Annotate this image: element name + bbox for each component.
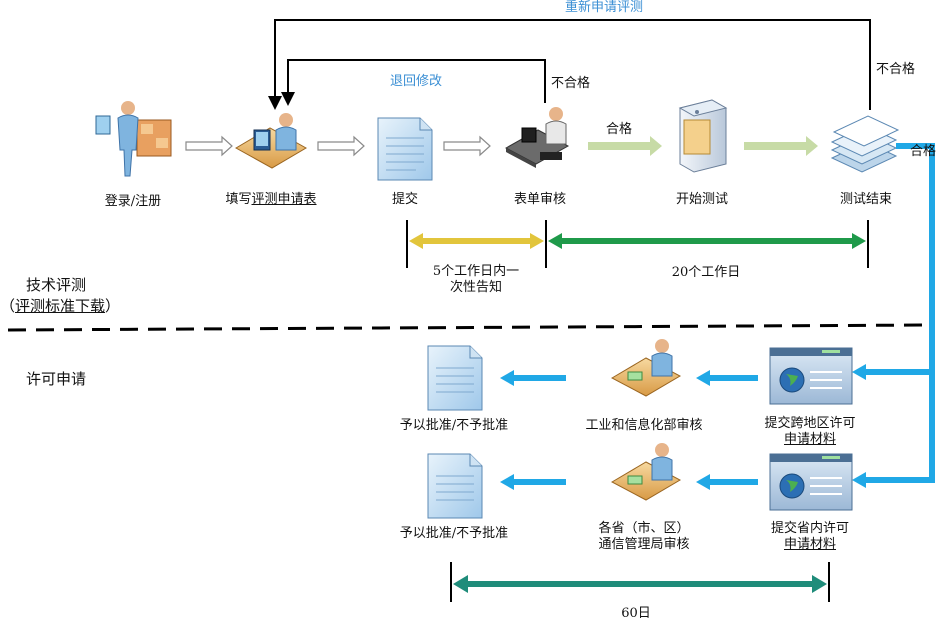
document-icon — [377, 117, 433, 181]
desk-officer-icon-1 — [610, 339, 682, 397]
step-submit: 提交 — [391, 192, 419, 207]
decision-document-icon-1 — [427, 345, 483, 411]
decision-label-2: 予以批准/不予批准 — [399, 526, 509, 541]
license-step-arrows — [512, 375, 758, 485]
section-tech-title: 技术评测 — [26, 276, 87, 294]
pass-label-review: 合格 — [606, 122, 633, 137]
fail-label-test: 不合格 — [876, 62, 916, 77]
provincial-submit-line1: 提交省内许可 — [770, 521, 850, 536]
standards-download-link[interactable]: 评测标准下载 — [15, 297, 106, 315]
step-test-end: 测试结束 — [839, 192, 893, 207]
duration-review: 5个工作日内一 次性告知 — [433, 264, 519, 296]
provincial-review: 各省（市、区） 通信管理局审核 — [598, 521, 689, 553]
return-modify-label: 退回修改 — [389, 74, 443, 89]
decision-document-icon-2 — [427, 453, 483, 519]
fail-label-review: 不合格 — [551, 76, 591, 91]
duration-license: 60日 — [621, 606, 651, 621]
cross-region-line1: 提交跨地区许可 — [764, 416, 856, 431]
section-divider — [7, 323, 931, 332]
desk-review-icon — [504, 107, 570, 168]
provincial-review-line1: 各省（市、区） — [598, 521, 690, 536]
person-computer-icon — [234, 113, 308, 169]
section-tech-download: （评测标准下载） — [0, 298, 120, 314]
pass-label-test: 合格 — [910, 144, 937, 159]
browser-window-icon-2 — [769, 453, 853, 511]
paper-stack-icon — [830, 115, 900, 173]
paren-open: （ — [0, 297, 16, 315]
decision-label-1: 予以批准/不予批准 — [399, 418, 509, 433]
browser-window-icon-1 — [769, 347, 853, 405]
step-fill-form: 填写评测申请表 — [225, 192, 316, 208]
step-fill-prefix: 填写 — [225, 192, 252, 207]
step-form-review: 表单审核 — [513, 192, 567, 207]
pass-arrows — [588, 136, 818, 156]
person-login-icon — [95, 101, 172, 177]
license-flow-lines — [862, 143, 935, 483]
duration-review-line2: 次性告知 — [449, 280, 502, 295]
step-start-test: 开始测试 — [675, 192, 729, 207]
miit-review-label: 工业和信息化部审核 — [585, 418, 703, 433]
timeline-top — [406, 220, 869, 268]
cross-region-materials-link[interactable]: 申请材料 — [783, 432, 837, 447]
cross-region-submit: 提交跨地区许可 申请材料 — [764, 416, 855, 448]
section-license-title: 许可申请 — [26, 370, 87, 388]
license-flow-arrowheads — [500, 364, 866, 490]
provincial-review-line2: 通信管理局审核 — [598, 537, 690, 552]
resubmit-label: 重新申请评测 — [564, 0, 644, 15]
provincial-materials-link[interactable]: 申请材料 — [783, 537, 837, 552]
return-arrowhead — [281, 92, 295, 106]
timeline-bottom — [450, 562, 830, 602]
server-box-icon — [678, 99, 728, 173]
gray-step-arrows — [185, 135, 491, 157]
form-link[interactable]: 评测申请表 — [251, 192, 317, 207]
duration-review-line1: 5个工作日内一 — [432, 264, 520, 279]
duration-test: 20个工作日 — [671, 265, 741, 280]
resubmit-loop — [274, 19, 871, 110]
paren-close: ） — [105, 297, 121, 315]
desk-officer-icon-2 — [610, 443, 682, 501]
resubmit-arrowhead — [268, 96, 282, 110]
step-login: 登录/注册 — [104, 194, 162, 209]
provincial-submit: 提交省内许可 申请材料 — [771, 521, 849, 553]
